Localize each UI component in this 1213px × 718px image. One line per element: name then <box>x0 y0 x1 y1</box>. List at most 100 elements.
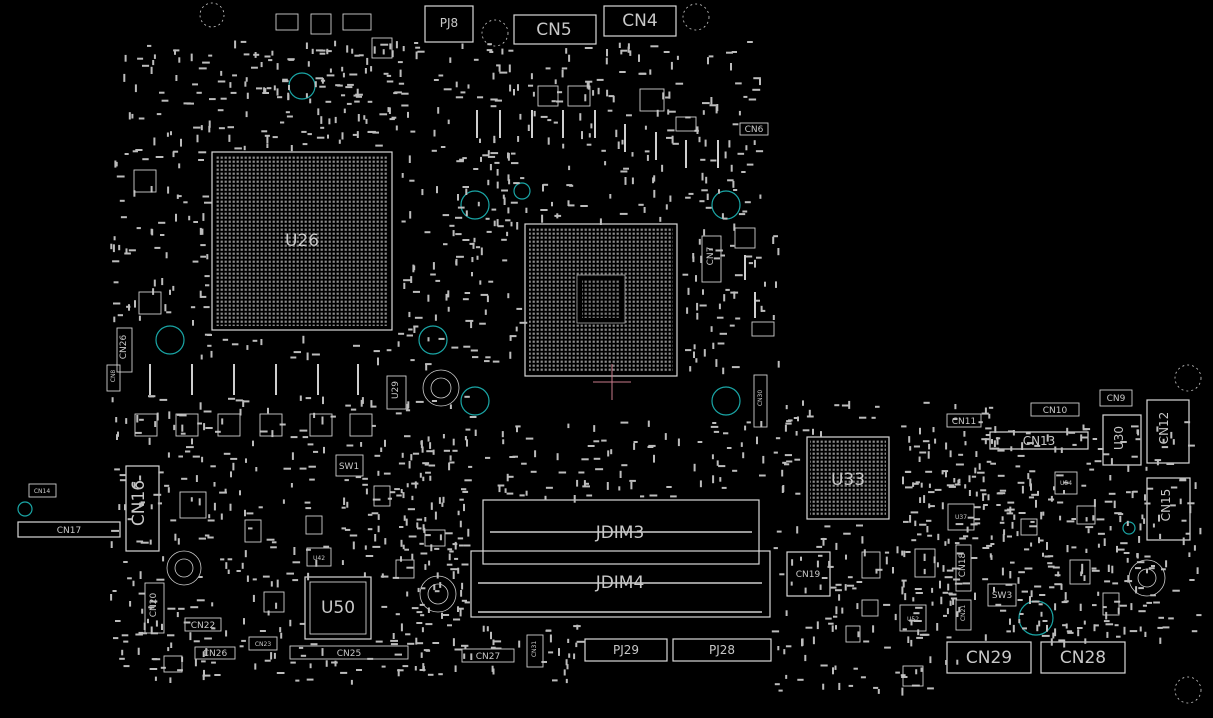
smd-pad <box>325 100 332 103</box>
cn21-connector[interactable]: CN21 <box>955 599 972 631</box>
cn9-connector[interactable]: CN9 <box>1099 389 1133 407</box>
smd-pad <box>1187 502 1195 505</box>
smd-pad <box>372 545 381 548</box>
smd-pad <box>623 167 629 170</box>
u50-chip[interactable]: U50 <box>304 576 372 640</box>
smd-pad <box>239 490 241 496</box>
cn30-connector[interactable]: CN30 <box>753 374 768 428</box>
cn22-connector[interactable]: CN22 <box>184 617 222 632</box>
u29-chip[interactable]: U29 <box>386 375 407 410</box>
cpu-bga-chip[interactable] <box>524 223 678 377</box>
smd-pad <box>244 81 247 87</box>
smd-pad <box>110 594 113 601</box>
smd-pad <box>1056 474 1064 477</box>
svg-text:CN19: CN19 <box>796 570 821 580</box>
cn23-connector[interactable]: CN23 <box>248 636 278 651</box>
smd-pad <box>174 49 176 55</box>
cn25-connector[interactable]: CN25 <box>289 645 409 660</box>
cn8-connector[interactable]: CN8 <box>106 364 121 392</box>
smd-pad <box>352 541 355 550</box>
smd-pad <box>487 43 492 46</box>
smd-pad <box>704 139 707 147</box>
smd-pad <box>943 470 949 473</box>
pj8-jack[interactable]: PJ8 <box>424 5 474 43</box>
smd-pad <box>830 586 837 589</box>
smd-pad <box>341 132 344 140</box>
smd-pad <box>205 427 213 429</box>
smd-pad <box>350 408 357 411</box>
smd-pad <box>760 421 763 428</box>
cn5-connector[interactable]: CN5 <box>513 14 597 45</box>
smd-pad <box>183 102 191 105</box>
smd-pad <box>456 255 464 258</box>
u33-bga-chip[interactable]: U33 <box>806 436 890 520</box>
cn14-connector[interactable]: CN14 <box>28 483 57 498</box>
smd-pad <box>462 239 470 241</box>
smd-pad <box>1139 523 1142 531</box>
cn26-connector[interactable]: CN26 <box>194 646 236 660</box>
cn29-connector[interactable]: CN29 <box>946 641 1032 674</box>
smd-pad <box>1181 519 1187 522</box>
u26-bga-chip[interactable]: U26 <box>211 151 393 331</box>
smd-pad <box>905 551 911 553</box>
pj29-jack[interactable]: PJ29 <box>584 638 668 662</box>
u52-chip[interactable]: U52 <box>899 604 927 632</box>
smd-pad <box>406 334 413 337</box>
u30-chip[interactable]: U30 <box>1102 414 1142 466</box>
smd-pad <box>565 678 568 684</box>
smd-pad <box>914 588 922 590</box>
jdim4-slot[interactable]: JDIM4 <box>470 550 771 618</box>
smd-pad <box>633 441 638 443</box>
smd-pad <box>330 415 336 418</box>
smd-pad <box>1018 571 1025 574</box>
cn16-connector[interactable]: CN16 <box>125 465 160 552</box>
smd-pad <box>165 252 168 259</box>
cn6-connector[interactable]: CN6 <box>739 122 769 136</box>
smd-pad <box>170 131 172 136</box>
smd-pad <box>584 47 593 49</box>
smd-pad <box>313 450 319 453</box>
smd-pad <box>725 288 730 291</box>
cn15-connector[interactable]: CN15 <box>1146 477 1191 541</box>
smd-pad <box>455 233 462 236</box>
smd-pad <box>901 586 904 595</box>
smd-pad <box>902 476 904 485</box>
smd-pad <box>457 567 460 574</box>
smd-pad <box>415 642 424 645</box>
smd-pad <box>138 315 141 321</box>
smd-pad <box>633 443 636 450</box>
smd-pad <box>786 460 793 463</box>
smd-pad <box>326 74 335 77</box>
cn11-connector[interactable]: CN11 <box>946 413 982 428</box>
cn26-connector-left[interactable]: CN26 <box>116 327 133 373</box>
smd-pad <box>397 669 404 672</box>
sw3-switch[interactable]: SW3 <box>987 583 1017 607</box>
cn28-connector[interactable]: CN28 <box>1040 641 1126 674</box>
smd-pad <box>447 548 453 551</box>
smd-pad <box>909 515 912 523</box>
smd-pad <box>320 79 326 82</box>
cn19-connector[interactable]: CN19 <box>786 551 831 597</box>
smd-pad <box>424 231 431 234</box>
cn31-connector[interactable]: CN31 <box>526 634 544 668</box>
cn4-connector[interactable]: CN4 <box>603 5 677 37</box>
cn17-connector[interactable]: CN17 <box>17 521 121 538</box>
smd-pad <box>1017 599 1023 601</box>
smd-pad <box>785 674 788 679</box>
smd-pad <box>802 429 810 432</box>
smd-pad <box>710 159 717 162</box>
sw1-switch[interactable]: SW1 <box>335 454 364 477</box>
smd-pad <box>913 445 920 448</box>
cn10-connector[interactable]: CN10 <box>1030 402 1080 417</box>
cn12-connector[interactable]: CN12 <box>1146 399 1190 464</box>
pj28-jack[interactable]: PJ28 <box>672 638 772 662</box>
smd-pad <box>544 495 547 501</box>
smd-pad <box>225 562 228 569</box>
u42-chip[interactable]: U42 <box>306 547 332 567</box>
smd-pad <box>414 666 417 671</box>
jdim3-slot[interactable]: JDIM3 <box>482 499 760 565</box>
svg-text:CN8: CN8 <box>110 370 117 383</box>
smd-pad <box>995 603 1002 606</box>
smd-pad <box>949 450 952 458</box>
cn27-connector[interactable]: CN27 <box>461 648 515 663</box>
